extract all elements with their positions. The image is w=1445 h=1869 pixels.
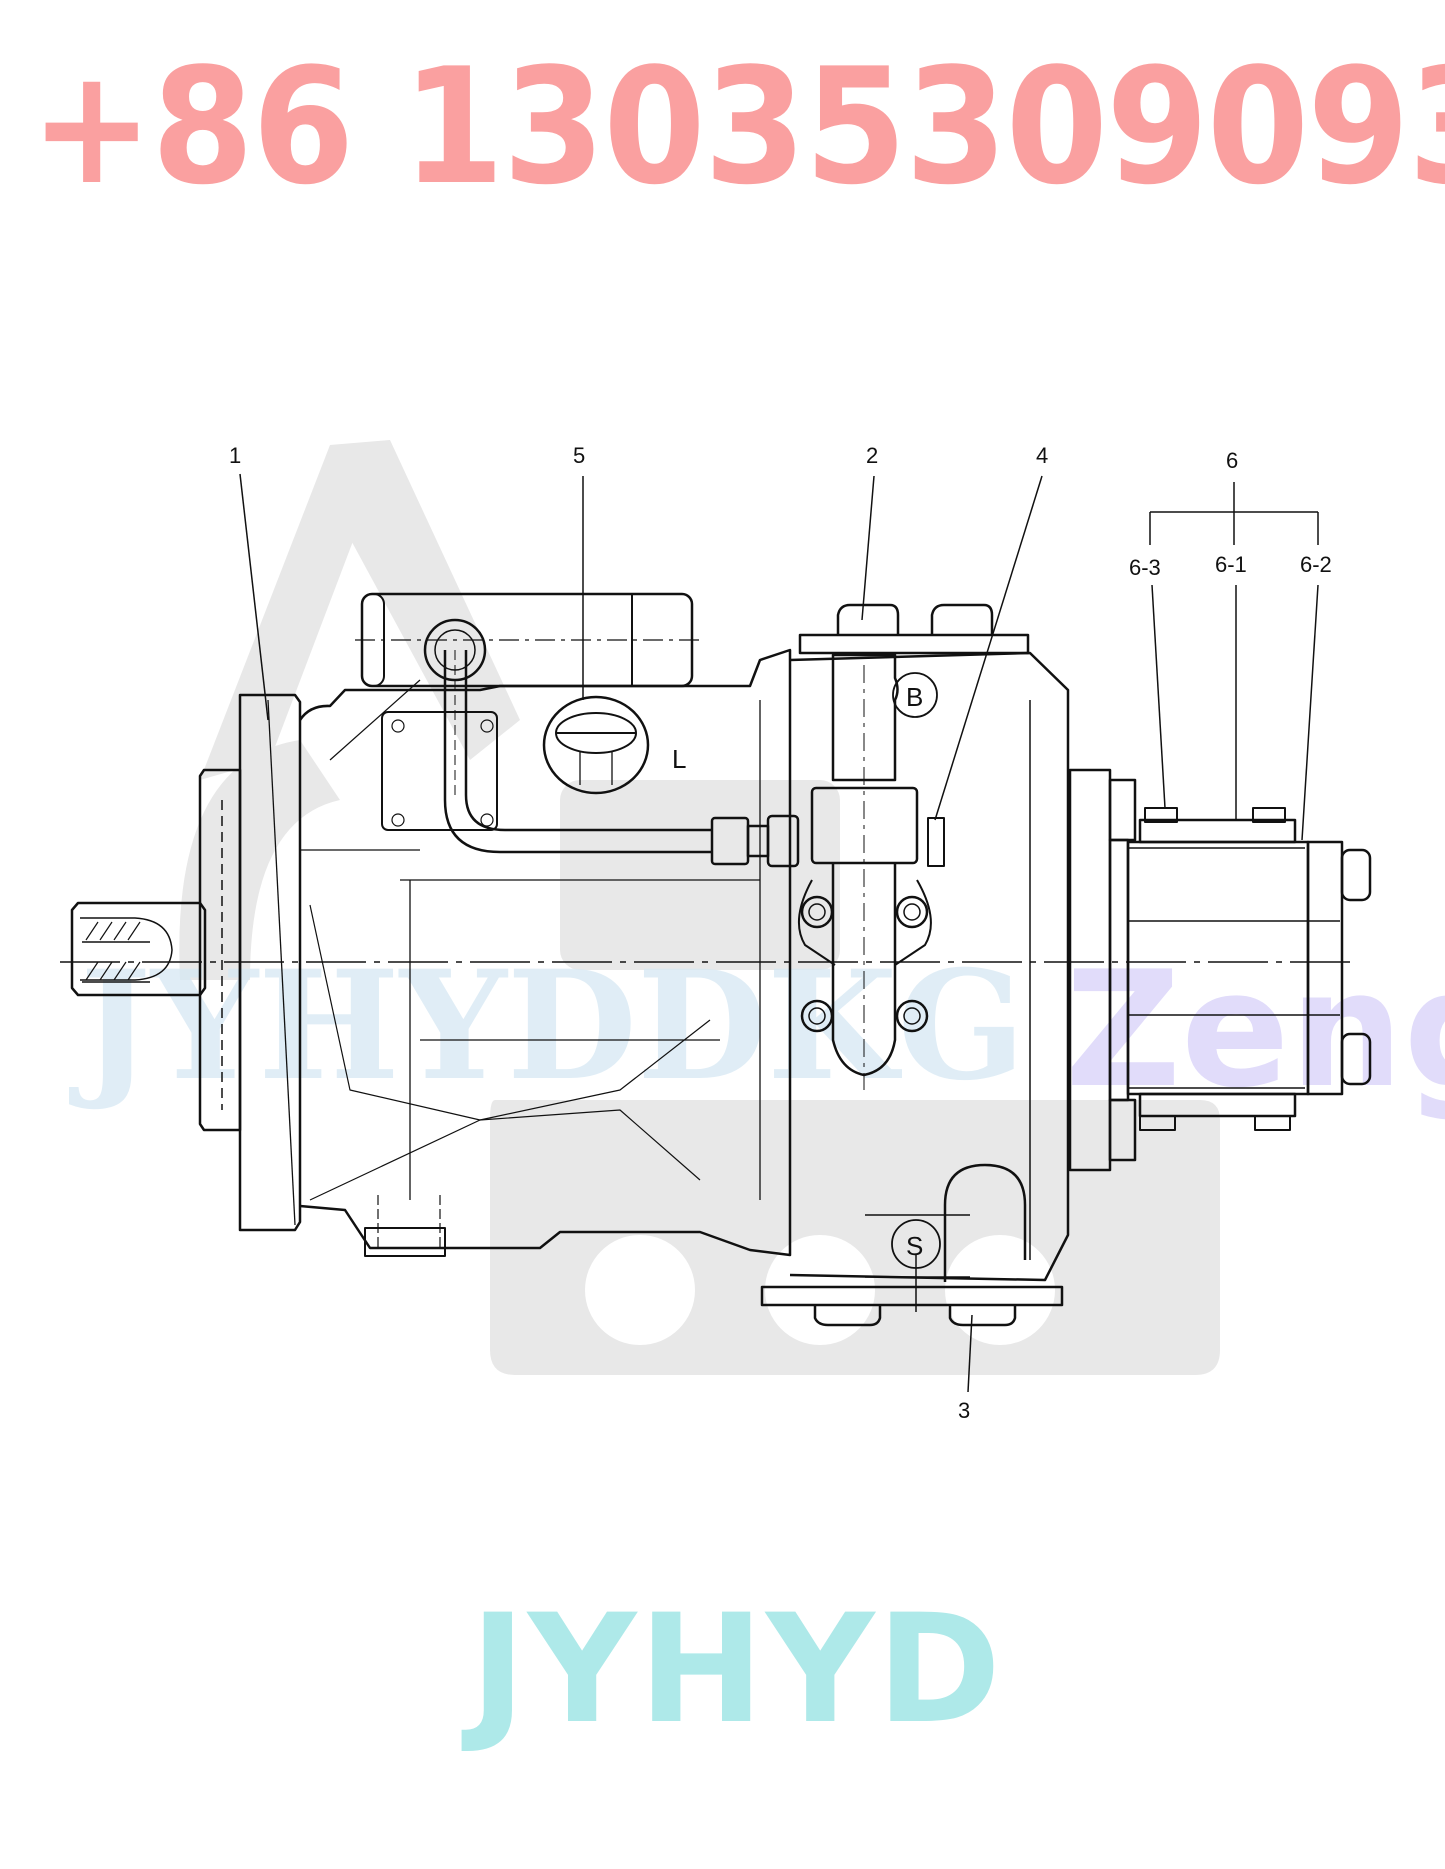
- serif-text-watermark: JYHYDDKG: [69, 938, 1025, 1114]
- drive-shaft: [70, 901, 207, 997]
- callout-6-2: 6-2: [1300, 552, 1332, 577]
- pump-housing: [298, 648, 792, 1257]
- callout-1: 1: [229, 443, 241, 468]
- background-logo-watermark: [179, 440, 1220, 1375]
- brand-watermark: JYHYD: [470, 1583, 1004, 1757]
- port-label-s: S: [906, 1231, 923, 1261]
- control-valve-solenoid: [355, 592, 800, 868]
- port-label-l: L: [672, 744, 686, 774]
- port-block: [760, 603, 1070, 1327]
- mounting-flange: [198, 693, 302, 1232]
- callout-5: 5: [573, 443, 585, 468]
- callout-leaders: [239, 473, 1319, 1393]
- gear-pump: [1068, 768, 1372, 1172]
- callout-4: 4: [1036, 443, 1048, 468]
- callout-6: 6: [1226, 448, 1238, 473]
- phone-number-watermark: +86 13035309093: [30, 33, 1445, 220]
- callout-6-3: 6-3: [1129, 555, 1161, 580]
- port-label-b: B: [906, 682, 923, 712]
- callout-3: 3: [958, 1398, 970, 1423]
- callout-6-1: 6-1: [1215, 552, 1247, 577]
- callout-2: 2: [866, 443, 878, 468]
